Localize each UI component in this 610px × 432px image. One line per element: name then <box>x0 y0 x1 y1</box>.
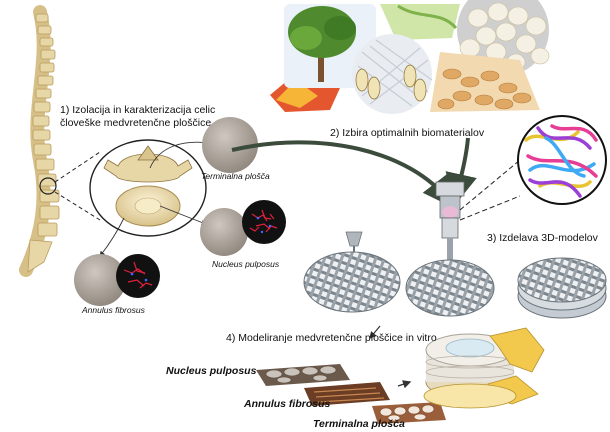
annulus-layer-strip <box>304 382 390 406</box>
printed-scaffold-3 <box>517 257 607 319</box>
endplate-cell-dish <box>202 117 258 173</box>
fiber-network-circle <box>517 115 607 205</box>
endplate-layer-label: Terminalna plošča <box>313 418 405 430</box>
biomaterials-collage <box>270 0 550 114</box>
spine-illustration <box>19 5 60 277</box>
disc-model <box>423 327 545 409</box>
annulus-cell-label: Annulus fibrosus <box>82 305 145 315</box>
printed-scaffold-2 <box>405 259 495 317</box>
annulus-layer-label: Annulus fibrosus <box>244 398 331 410</box>
endplate-cell-label: Terminalna plošča <box>201 171 270 181</box>
nucleus-layer-strip <box>256 364 350 386</box>
vertebra-cross-section <box>89 139 207 237</box>
nucleus-layer-label: Nucleus pulposus <box>166 365 257 377</box>
annulus-fluorescence-image <box>116 254 160 298</box>
step1-title-line1: 1) Izolacija in karakterizacija celic <box>60 104 216 116</box>
bioprinter-nozzle <box>435 181 465 270</box>
nucleus-cell-label: Nucleus pulposus <box>212 259 280 269</box>
printed-scaffold-1 <box>303 231 401 313</box>
step4-title: 4) Modeliranje medvretenčne ploščice in … <box>226 332 437 344</box>
endplate-layer-strip <box>372 402 446 424</box>
nucleus-fluorescence-image <box>242 200 286 244</box>
nucleus-cell-dish <box>200 208 248 256</box>
step1-title-line2: človeške medvretenčne ploščice <box>60 117 212 129</box>
step2-title: 2) Izbira optimalnih biomaterialov <box>330 127 485 139</box>
step3-title: 3) Izdelava 3D-modelov <box>487 232 598 244</box>
annulus-cell-dish <box>74 254 126 306</box>
